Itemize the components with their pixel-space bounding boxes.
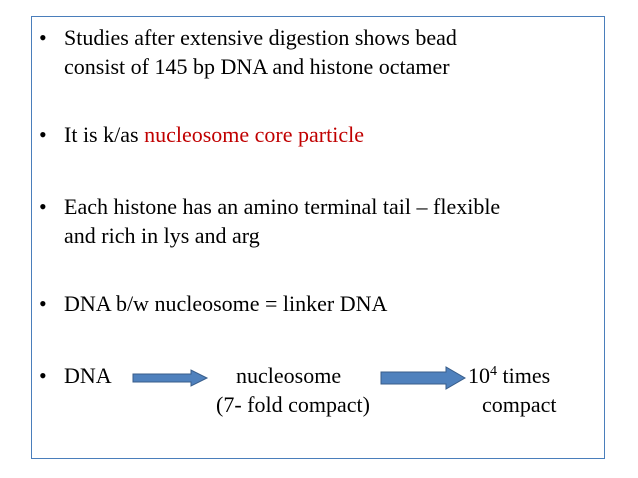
bullet-linker-dna: • DNA b/w nucleosome = linker DNA xyxy=(32,289,606,318)
flow-middle-label: nucleosome xyxy=(236,363,342,388)
flow-end-note: compact xyxy=(482,392,557,417)
bullet-text: Studies after extensive digestion shows … xyxy=(64,23,599,81)
bullet-line: and rich in lys and arg xyxy=(64,223,260,248)
bullet-line: consist of 145 bp DNA and histone octame… xyxy=(64,54,450,79)
bullet-core-particle: • It is k/as nucleosome core particle xyxy=(32,120,606,149)
bullet-line: Studies after extensive digestion shows … xyxy=(64,25,457,50)
bullet-text: DNA b/w nucleosome = linker DNA xyxy=(64,289,599,318)
bullet-line: Each histone has an amino terminal tail … xyxy=(64,194,501,219)
bullet-marker: • xyxy=(39,25,47,50)
bullet-text: Each histone has an amino terminal tail … xyxy=(64,192,599,250)
flow-end-exponent: 4 xyxy=(490,364,497,379)
flow-start-label: DNA xyxy=(64,363,112,388)
bullet-marker: • xyxy=(39,363,47,388)
arrow-right-icon xyxy=(132,369,209,387)
flow-end-base: 10 xyxy=(468,363,490,388)
bullet-histone-tail: • Each histone has an amino terminal tai… xyxy=(32,192,606,250)
slide-frame: • Studies after extensive digestion show… xyxy=(31,16,605,459)
flow-end-suffix: times xyxy=(497,363,551,388)
bullet-prefix: It is k/as xyxy=(64,122,145,147)
bullet-text: It is k/as nucleosome core particle xyxy=(64,120,599,149)
bullet-marker: • xyxy=(39,291,47,316)
arrow-right-icon xyxy=(380,366,466,390)
bullet-compaction-flow: • xyxy=(32,361,606,421)
bullet-marker: • xyxy=(39,122,47,147)
flow-middle-note: (7- fold compact) xyxy=(216,392,370,417)
highlight-term: nucleosome core particle xyxy=(144,122,364,147)
bullet-marker: • xyxy=(39,194,47,219)
bullet-digestion: • Studies after extensive digestion show… xyxy=(32,23,606,81)
bullet-line: DNA b/w nucleosome = linker DNA xyxy=(64,291,388,316)
flow-end-label: 104 times xyxy=(468,361,550,390)
